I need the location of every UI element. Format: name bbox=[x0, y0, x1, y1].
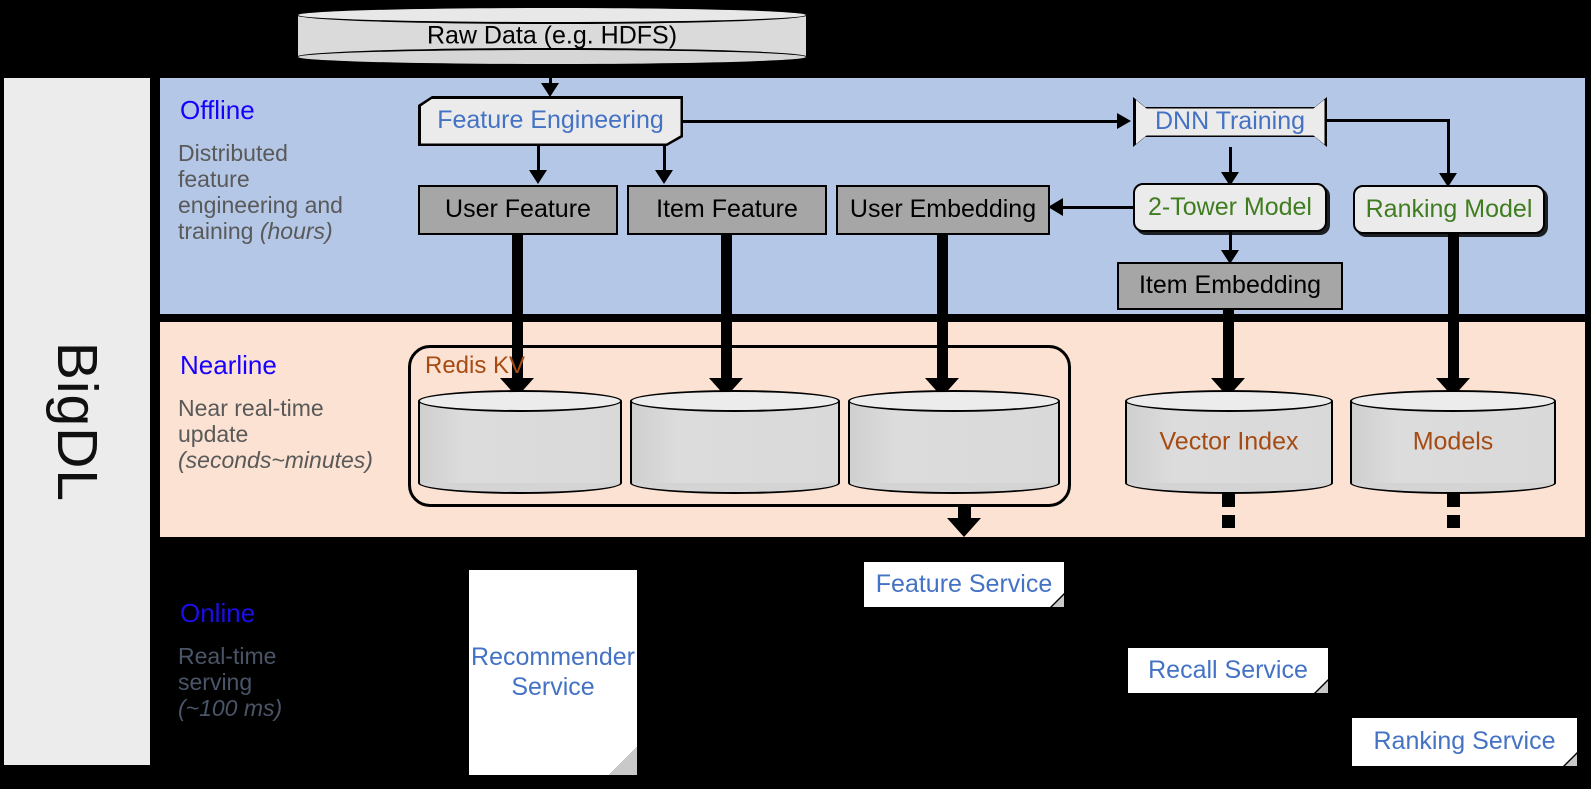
arrow-dnn-twotower bbox=[1221, 172, 1239, 186]
connector-fe-dnn bbox=[683, 120, 1117, 123]
feature-service-label: Feature Service bbox=[875, 569, 1053, 598]
online-desc-italic: (~100 ms) bbox=[178, 694, 283, 721]
nearline-title: Nearline bbox=[180, 350, 277, 380]
store-1-top bbox=[418, 390, 622, 412]
vector-index-label: Vector Index bbox=[1159, 427, 1299, 456]
connector-fe-userfeature bbox=[537, 146, 540, 174]
arrow-redis-featureservice bbox=[947, 518, 981, 537]
connector-dnn-ranking-v bbox=[1447, 119, 1450, 182]
pipe-userfeature-store bbox=[512, 235, 523, 390]
online-description: Real-time serving (~100 ms) bbox=[178, 643, 282, 721]
pipe-models-ranking-1 bbox=[1447, 492, 1460, 507]
connector-dnn-twotower bbox=[1229, 147, 1232, 179]
online-desc-line-1: Real-time bbox=[178, 643, 277, 669]
feature-service-card[interactable]: Feature Service bbox=[864, 562, 1064, 607]
recommender-service-label-line-2: Service bbox=[511, 672, 595, 701]
ranking-service-card[interactable]: Ranking Service bbox=[1352, 718, 1577, 766]
arrow-fe-userfeature bbox=[529, 170, 547, 184]
redis-kv-label: Redis KV bbox=[425, 352, 526, 379]
models-store[interactable]: Models bbox=[1350, 390, 1556, 494]
offline-desc-line-4: training bbox=[178, 217, 260, 244]
item-feature-label: Item Feature bbox=[656, 195, 798, 224]
user-embedding-label: User Embedding bbox=[849, 195, 1037, 224]
two-tower-model-box[interactable]: 2-Tower Model bbox=[1133, 183, 1327, 232]
recommender-service-label-line-1: Recommender bbox=[471, 643, 635, 671]
redis-store-2[interactable] bbox=[630, 390, 840, 494]
pipe-itemembedding-vectorindex bbox=[1223, 310, 1234, 390]
recall-service-label: Recall Service bbox=[1148, 655, 1308, 684]
arrow-twotower-itemembedding bbox=[1221, 250, 1239, 264]
raw-data-bottom bbox=[296, 48, 808, 66]
online-desc-line-2: serving bbox=[178, 668, 253, 695]
user-feature-box[interactable]: User Feature bbox=[418, 185, 618, 235]
connector-twotower-userembedding bbox=[1060, 206, 1135, 209]
arrow-twotower-userembedding bbox=[1048, 198, 1063, 216]
store-2-body bbox=[630, 401, 840, 483]
connector-twotower-itemembedding bbox=[1229, 232, 1232, 258]
offline-desc-line-4-wrap: training (hours) bbox=[178, 218, 343, 244]
redis-store-3[interactable] bbox=[848, 390, 1060, 494]
offline-description: Distributed feature engineering and trai… bbox=[178, 140, 343, 244]
store-3-top bbox=[848, 390, 1060, 412]
pipe-rankingmodel-models bbox=[1448, 234, 1459, 390]
offline-desc-line-2: feature bbox=[178, 165, 250, 192]
feature-engineering-box[interactable]: Feature Engineering bbox=[418, 96, 683, 146]
feature-engineering-label: Feature Engineering bbox=[437, 106, 664, 135]
connector-rawdata-fe bbox=[549, 66, 552, 88]
vector-index-top bbox=[1125, 390, 1333, 412]
vector-index-store[interactable]: Vector Index bbox=[1125, 390, 1333, 494]
models-top bbox=[1350, 390, 1556, 412]
user-embedding-box[interactable]: User Embedding bbox=[836, 185, 1050, 235]
ranking-service-label: Ranking Service bbox=[1373, 727, 1556, 756]
raw-data-top bbox=[296, 6, 808, 24]
pipe-vectorindex-recall-1 bbox=[1222, 492, 1235, 507]
store-1-body bbox=[418, 401, 622, 483]
vector-index-body bbox=[1125, 401, 1333, 483]
item-embedding-box[interactable]: Item Embedding bbox=[1117, 262, 1343, 310]
item-feature-box[interactable]: Item Feature bbox=[627, 185, 827, 235]
nearline-desc-line-1: Near real-time bbox=[178, 395, 324, 421]
store-2-top bbox=[630, 390, 840, 412]
nearline-desc-italic: (seconds~minutes) bbox=[178, 446, 373, 473]
redis-kv-group[interactable] bbox=[408, 345, 1071, 507]
raw-data-store[interactable]: Raw Data (e.g. HDFS) bbox=[296, 6, 808, 66]
two-tower-model-label: 2-Tower Model bbox=[1148, 192, 1312, 221]
models-body bbox=[1350, 401, 1556, 483]
recall-service-card[interactable]: Recall Service bbox=[1128, 648, 1328, 693]
nearline-description: Near real-time update (seconds~minutes) bbox=[178, 395, 373, 473]
connector-dnn-ranking-h bbox=[1327, 119, 1449, 122]
models-label: Models bbox=[1412, 427, 1494, 456]
nearline-desc-line-2: update bbox=[178, 420, 249, 447]
connector-fe-itemfeature bbox=[663, 146, 666, 174]
offline-desc-italic: (hours) bbox=[259, 217, 333, 244]
user-feature-label: User Feature bbox=[445, 195, 591, 224]
arrow-fe-itemfeature bbox=[655, 170, 673, 184]
pipe-userembedding-store bbox=[937, 235, 948, 390]
store-3-body bbox=[848, 401, 1060, 483]
arrow-dnn-ranking bbox=[1439, 173, 1457, 187]
pipe-redis-featureservice bbox=[958, 507, 971, 521]
bigdl-sidebar: BigDL bbox=[4, 78, 150, 765]
pipe-itemfeature-store bbox=[721, 235, 732, 390]
online-title: Online bbox=[180, 598, 256, 628]
redis-store-1[interactable] bbox=[418, 390, 622, 494]
offline-title: Offline bbox=[180, 95, 255, 125]
recommender-service-card[interactable]: Recommender Service bbox=[469, 570, 637, 775]
item-embedding-label: Item Embedding bbox=[1138, 271, 1322, 300]
raw-data-label: Raw Data (e.g. HDFS) bbox=[426, 21, 678, 50]
ranking-model-box[interactable]: Ranking Model bbox=[1353, 185, 1545, 234]
arrow-rawdata-fe bbox=[541, 83, 559, 97]
offline-band: Offline Distributed feature engineering … bbox=[160, 78, 1585, 314]
bigdl-label: BigDL bbox=[45, 341, 109, 502]
pipe-models-ranking-2 bbox=[1447, 515, 1460, 528]
arrow-fe-dnn bbox=[1117, 113, 1131, 129]
ranking-model-label: Ranking Model bbox=[1365, 194, 1533, 223]
offline-desc-line-3: engineering and bbox=[178, 191, 343, 218]
pipe-vectorindex-recall-2 bbox=[1222, 515, 1235, 528]
offline-desc-line-1: Distributed bbox=[178, 140, 288, 166]
dnn-training-label: DNN Training bbox=[1154, 107, 1306, 136]
